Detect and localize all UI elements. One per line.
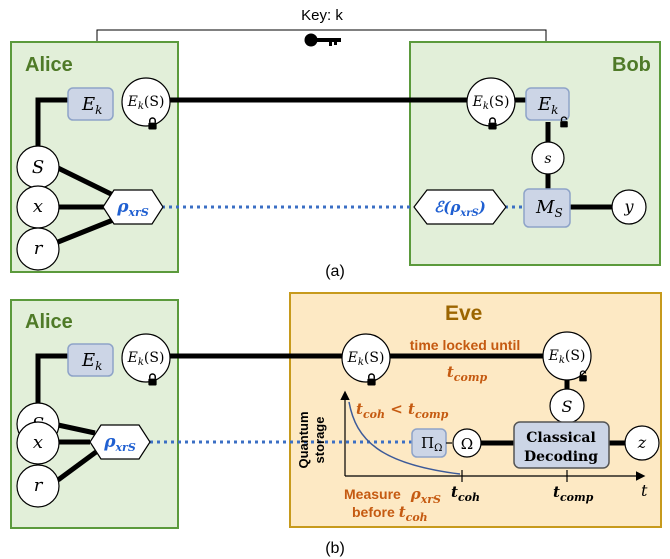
wire-s-to-rho-b — [57, 422, 96, 436]
alice-state-label-b: ρxrS — [103, 432, 136, 454]
time-axis-label: t — [641, 481, 648, 500]
eve-output-label: z — [637, 433, 647, 452]
alice-title-b: Alice — [25, 311, 73, 333]
alice-encoder-label-b: Ek — [81, 350, 102, 373]
bob-channel-hexagon — [413, 189, 507, 225]
coh-comparison: tcoh < tcomp — [356, 400, 449, 421]
omega-node — [452, 428, 482, 458]
wire-s-to-encoder — [35, 97, 68, 155]
alice-node-s-label-a: S — [32, 157, 44, 178]
time-locked-label: time locked until — [410, 337, 520, 353]
alice-node-x-b — [16, 421, 60, 465]
wire-s-to-rho — [56, 165, 115, 198]
bob-decoder-label: Ek — [537, 94, 558, 117]
alice-encrypted-label-a: Ek(S) — [127, 94, 165, 112]
decoding-line-1: Classical — [526, 430, 596, 446]
alice-node-r-b — [16, 464, 60, 508]
measure-line-1: Measure ρxrS — [344, 485, 441, 506]
key-icon — [304, 33, 341, 47]
bob-encrypted-label: Ek(S) — [472, 94, 510, 112]
bob-title: Bob — [612, 54, 651, 76]
projector-label: ΠΩ — [421, 434, 442, 454]
alice-node-x-label-b: x — [33, 432, 43, 453]
eve-encrypted-node-1 — [341, 333, 391, 383]
time-locked-value: tcomp — [447, 363, 488, 384]
bob-channel-label: ℰ(ρxrS) — [434, 198, 486, 219]
caption-a: (a) — [325, 263, 345, 280]
alice-node-r-label-b: r — [34, 475, 44, 496]
bob-output-node — [611, 189, 647, 225]
alice-node-x-label-a: x — [33, 196, 43, 217]
eve-encrypted-node-2 — [542, 331, 592, 381]
caption-b: (b) — [325, 540, 345, 557]
eve-title: Eve — [445, 302, 482, 325]
eve-output-node — [624, 425, 660, 461]
measure-line-2: before tcoh — [352, 503, 428, 524]
alice-state-label-a: ρxrS — [116, 197, 149, 219]
axis-label-storage: storage — [312, 417, 327, 464]
wire-r-to-rho-b — [56, 449, 98, 483]
bob-measure-label: MS — [535, 197, 563, 220]
tick-coh-label: tcoh — [451, 483, 480, 504]
alice-state-hexagon-b — [89, 424, 151, 460]
alice-encoder-label-a: Ek — [81, 94, 102, 117]
bob-measure-box — [523, 188, 571, 228]
eve-node-s-label: S — [562, 397, 573, 416]
omega-label: Ω — [461, 435, 473, 453]
eve-encrypted-label-1: Ek(S) — [347, 350, 385, 368]
alice-encrypted-node-a — [121, 77, 171, 127]
tick-comp-label: tcomp — [553, 483, 594, 504]
alice-state-hexagon-a — [102, 189, 164, 225]
decoding-line-2: Decoding — [524, 449, 598, 465]
alice-encoder-box-b — [67, 343, 114, 377]
alice-encrypted-node-b — [121, 333, 171, 383]
bob-decoder-box — [525, 87, 570, 121]
eve-panel — [289, 292, 662, 528]
wire-r-to-rho — [57, 217, 114, 245]
panel-a: Key: k Alice Bob Ek Ek(S) — [10, 7, 661, 280]
alice-encrypted-label-b: Ek(S) — [127, 350, 165, 368]
alice-node-r-label-a: r — [34, 238, 44, 259]
key-label: Key: k — [301, 7, 343, 24]
alice-node-r-a — [16, 227, 60, 271]
bob-node-s — [531, 141, 565, 175]
eve-encrypted-label-2: Ek(S) — [548, 348, 586, 366]
bob-node-s-label: s — [544, 151, 551, 167]
decay-curve — [348, 401, 461, 475]
panel-b: Alice Eve Ek Ek(S) S x r — [10, 292, 662, 557]
bob-output-label: y — [623, 197, 634, 216]
classical-decoding-box — [513, 421, 610, 469]
axis-label-quantum: Quantum — [296, 411, 311, 468]
alice-encoder-box-a — [67, 87, 114, 121]
alice-title-a: Alice — [25, 54, 73, 76]
wire-s-to-encoder-b — [35, 353, 68, 413]
